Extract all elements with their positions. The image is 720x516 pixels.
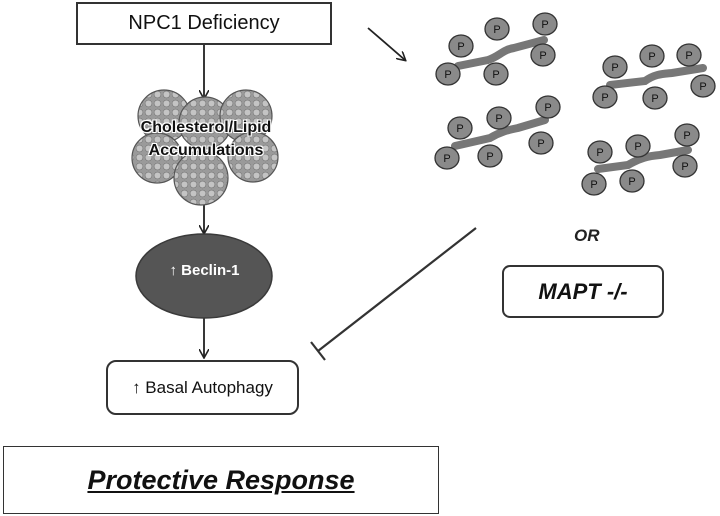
phosphate-label: P <box>699 81 706 93</box>
phosphate-label: P <box>456 123 463 135</box>
or-label: OR <box>574 226 600 245</box>
phosphate-group <box>642 86 668 110</box>
phosphate-label: P <box>544 102 551 114</box>
phosphate-group <box>619 169 645 193</box>
beclin-label: ↑ Beclin-1 <box>169 262 240 279</box>
phosphate-label: P <box>492 69 499 81</box>
phosphate-group <box>674 123 700 147</box>
phosphate-group <box>447 116 473 140</box>
phosphate-label: P <box>683 130 690 142</box>
phospho-tau-icon: P P P P P P <box>434 95 561 170</box>
phosphate-group <box>625 134 651 158</box>
phosphate-group <box>532 12 558 36</box>
phosphate-label: P <box>648 51 655 63</box>
phosphate-group <box>530 43 556 67</box>
phosphate-label: P <box>495 113 502 125</box>
phospho-tau-icon: P P P P P P <box>592 43 716 110</box>
protective-response-box: Protective Response <box>3 446 439 514</box>
phosphate-label: P <box>651 93 658 105</box>
npc1-deficiency-box: NPC1 Deficiency <box>76 2 332 45</box>
inhibition-bar-icon <box>310 227 477 361</box>
npc1-deficiency-label: NPC1 Deficiency <box>128 12 280 34</box>
tau-backbone <box>606 64 707 89</box>
phosphate-group <box>528 131 554 155</box>
tau-backbone <box>451 116 549 150</box>
phosphate-group <box>602 55 628 79</box>
mapt-knockout-box: MAPT -/- <box>502 265 664 318</box>
phosphate-label: P <box>443 153 450 165</box>
phosphate-group <box>486 106 512 130</box>
phosphate-label: P <box>444 69 451 81</box>
phosphate-group <box>435 62 461 86</box>
phosphate-label: P <box>590 179 597 191</box>
phosphate-label: P <box>681 161 688 173</box>
mapt-knockout-label: MAPT -/- <box>538 278 628 304</box>
phosphate-group <box>672 154 698 178</box>
phosphate-label: P <box>634 141 641 153</box>
phosphate-group <box>592 85 618 109</box>
phosphate-group <box>483 62 509 86</box>
phospho-tau-icon: P P P P P P <box>435 12 558 86</box>
basal-autophagy-box: ↑ Basal Autophagy <box>106 360 299 415</box>
phosphate-label: P <box>486 151 493 163</box>
phospho-tau-group: P P P P P P P P P P P P P P P P P P P P P P P P <box>434 12 716 196</box>
phosphate-label: P <box>541 19 548 31</box>
lipid-droplet-icon <box>131 89 279 206</box>
phosphate-label: P <box>611 62 618 74</box>
phosphate-label: P <box>685 50 692 62</box>
phosphate-group <box>448 34 474 58</box>
phosphate-label: P <box>596 147 603 159</box>
phosphate-group <box>676 43 702 67</box>
phosphate-label: P <box>601 92 608 104</box>
phosphate-group <box>477 144 503 168</box>
phosphate-group <box>535 95 561 119</box>
phospho-tau-icon: P P P P P P <box>581 123 700 196</box>
cholesterol-lipid-label: Cholesterol/Lipid Accumulations <box>140 119 272 159</box>
arrow-npc1-to-tau <box>367 27 405 60</box>
phosphate-group <box>587 140 613 164</box>
tau-backbone <box>454 36 548 70</box>
phosphate-group <box>581 172 607 196</box>
phosphate-group <box>484 17 510 41</box>
phosphate-label: P <box>457 41 464 53</box>
phosphate-group <box>690 74 716 98</box>
phosphate-label: P <box>493 24 500 36</box>
beclin-node <box>135 233 273 319</box>
protective-response-label: Protective Response <box>87 464 355 495</box>
phosphate-label: P <box>628 176 635 188</box>
phosphate-label: P <box>537 138 544 150</box>
phosphate-group <box>434 146 460 170</box>
basal-autophagy-label: ↑ Basal Autophagy <box>132 377 273 397</box>
tau-backbone <box>594 146 692 173</box>
phosphate-group <box>639 44 665 68</box>
phosphate-label: P <box>539 50 546 62</box>
